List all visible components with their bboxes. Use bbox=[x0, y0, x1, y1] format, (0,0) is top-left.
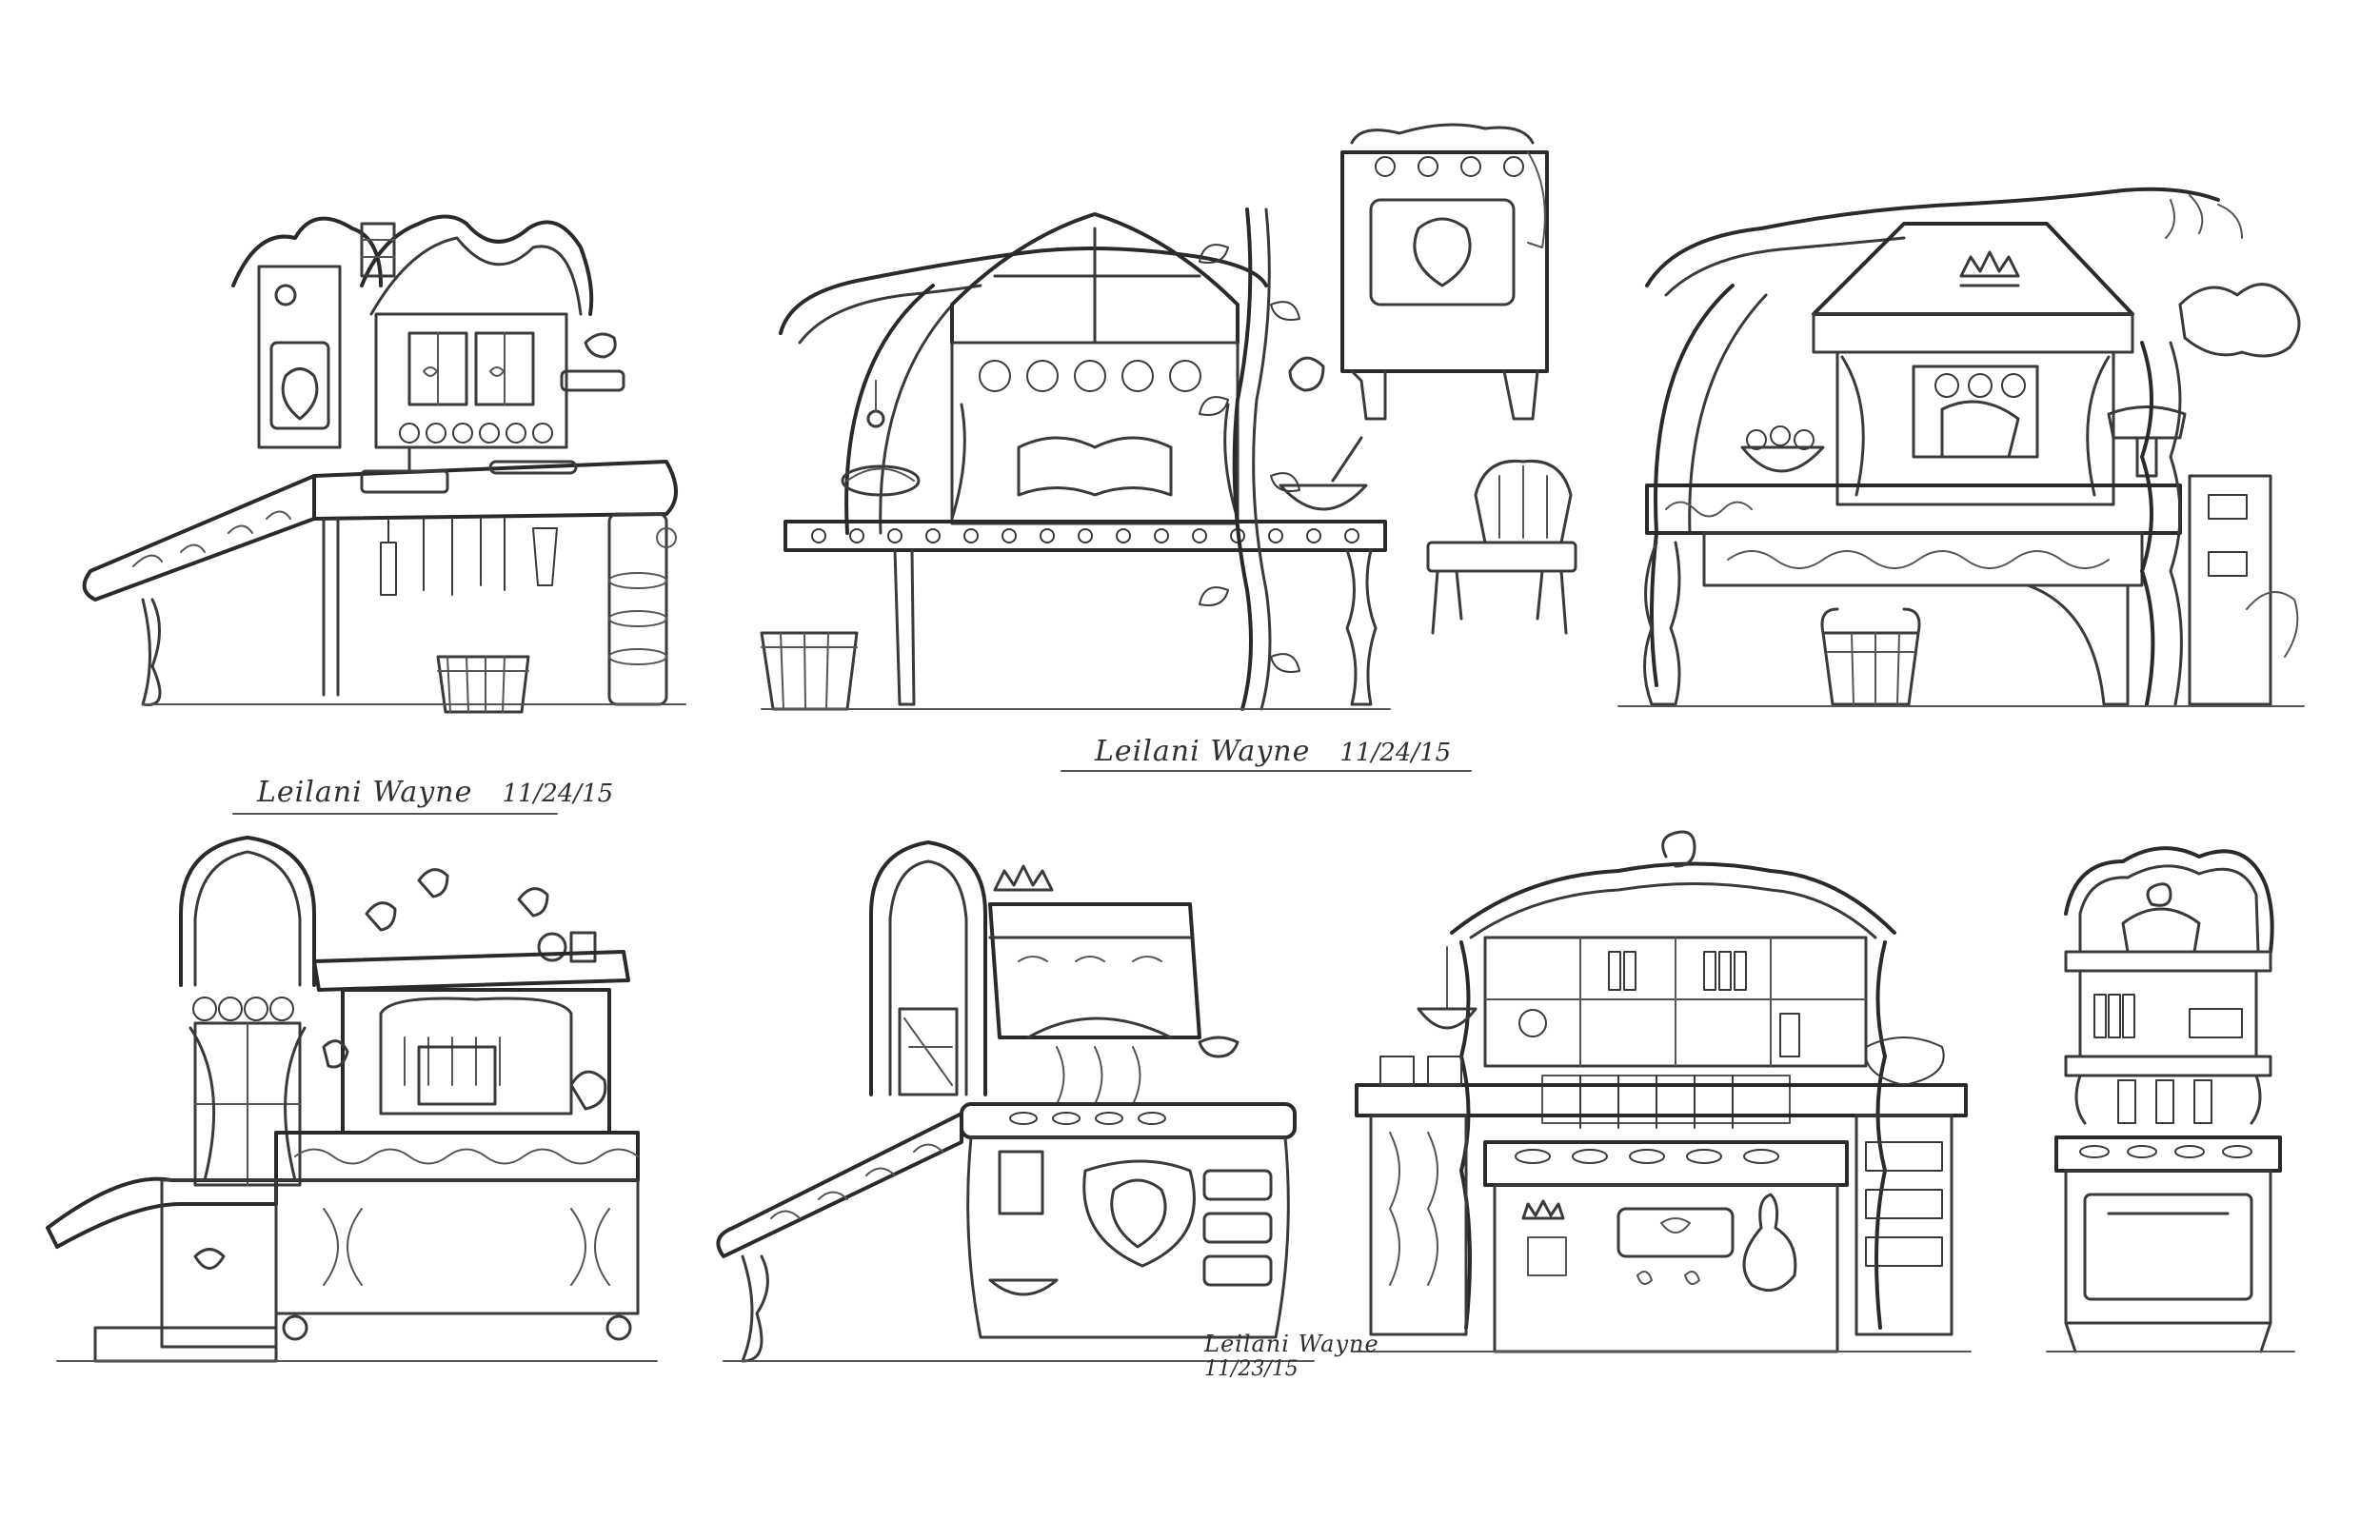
sketch-window-counter-kitchen bbox=[760, 123, 1577, 711]
signature-bottom-center: Leilani Wayne 11/23/15 bbox=[1204, 1331, 1379, 1381]
artist-name: Leilani Wayne bbox=[1204, 1331, 1379, 1357]
signature-top-center: Leilani Wayne 11/24/15 bbox=[1095, 735, 1451, 768]
sketch-crown-hood-stove bbox=[716, 840, 1315, 1363]
signature-date: 11/23/15 bbox=[1204, 1357, 1299, 1381]
sketch-hood-window-kitchen bbox=[1617, 187, 2305, 707]
signature-date: 11/24/15 bbox=[502, 780, 614, 808]
sketch-arched-window-oven bbox=[46, 836, 658, 1363]
artist-name: Leilani Wayne bbox=[257, 776, 473, 809]
signature-top-left: Leilani Wayne 11/24/15 bbox=[257, 776, 613, 809]
sketch-cottage-sink-kitchen bbox=[82, 214, 686, 714]
sketch-tall-hutch-stove bbox=[2046, 846, 2295, 1353]
signature-date: 11/24/15 bbox=[1339, 739, 1452, 767]
sketch-hutch-island-kitchen bbox=[1351, 830, 1972, 1353]
artist-name: Leilani Wayne bbox=[1095, 735, 1311, 768]
